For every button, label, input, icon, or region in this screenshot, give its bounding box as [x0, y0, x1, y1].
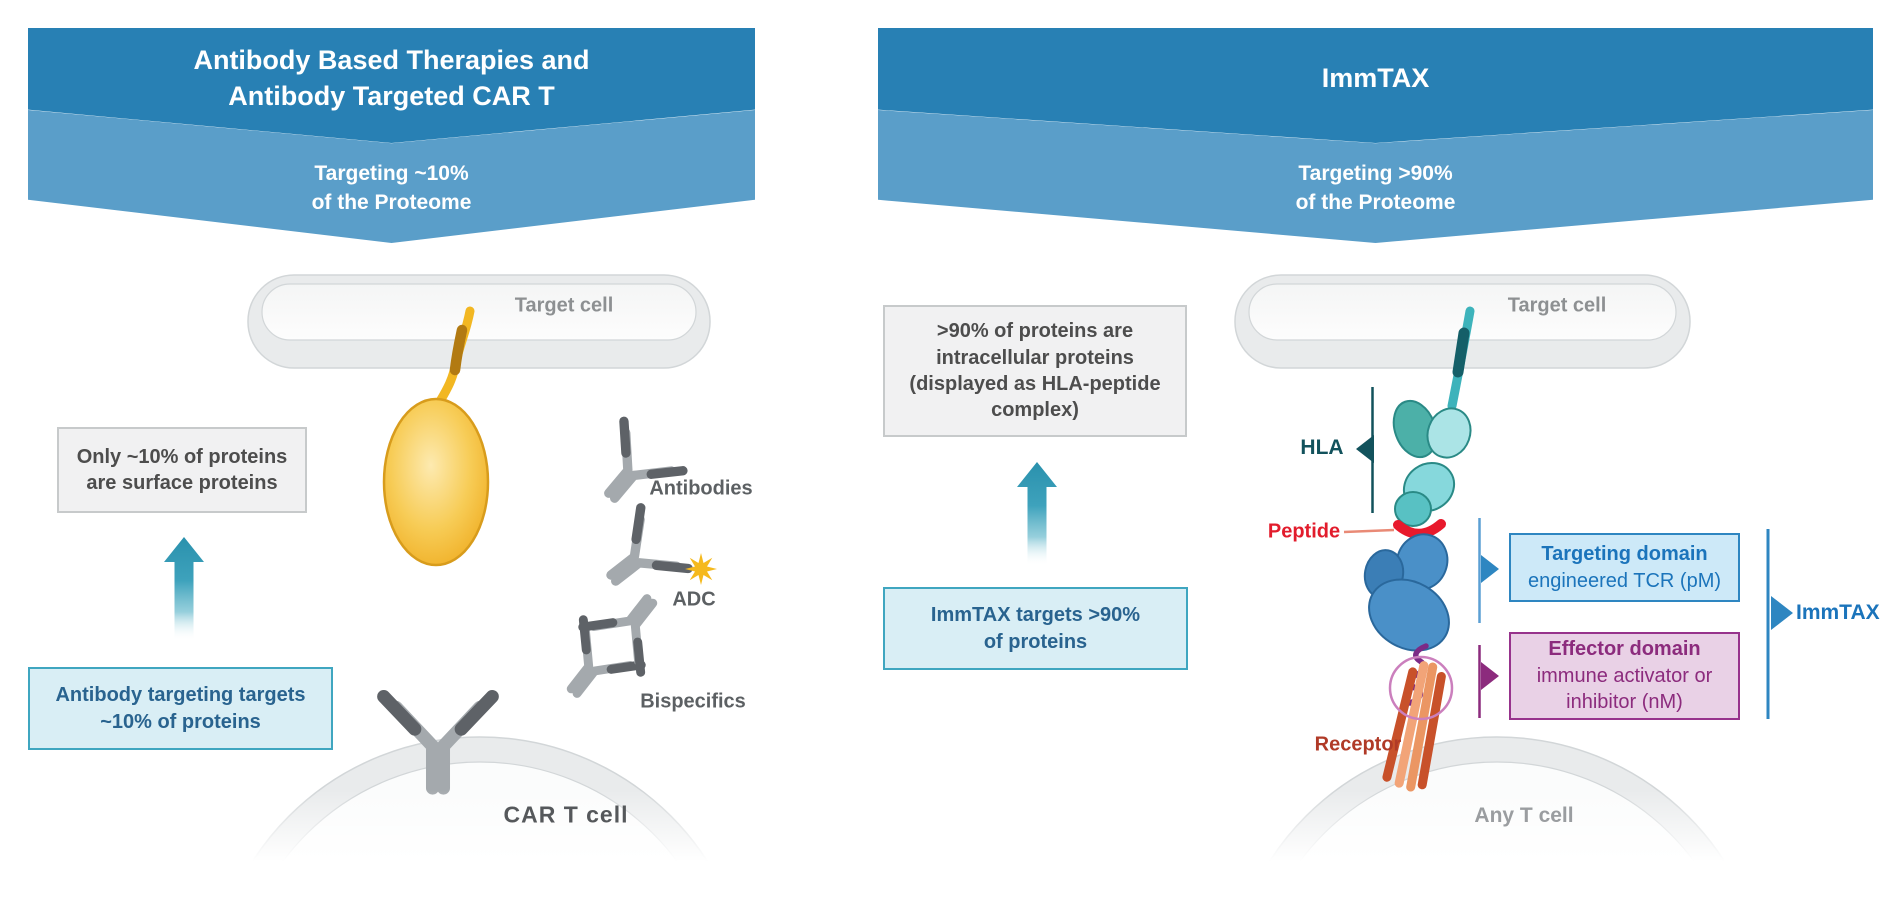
- effector-highlight-circle-icon: [1388, 655, 1454, 721]
- bispecifics-label: Bispecifics: [640, 690, 746, 713]
- immtax-targets-box: ImmTAX targets >90% of proteins: [883, 587, 1188, 670]
- surface-protein-icon: [382, 306, 490, 567]
- effector-domain-title: Effector domain: [1548, 638, 1701, 661]
- adc-icon: [590, 508, 717, 609]
- targeting-box-line2: ~10% of proteins: [100, 710, 261, 733]
- hla-bracket: [1356, 387, 1374, 513]
- effector-domain-desc2: inhibitor (nM): [1566, 691, 1683, 714]
- antibodies-label: Antibodies: [649, 477, 753, 500]
- intracellular-line4: complex): [991, 399, 1079, 422]
- right-subtitle-line1: Targeting >90%: [1298, 162, 1453, 186]
- intracellular-line2: intracellular proteins: [936, 346, 1134, 369]
- surface-box-line2: are surface proteins: [86, 472, 278, 494]
- target-cell-label-left: Target cell: [514, 294, 614, 317]
- left-subtitle-line2: of the Proteome: [311, 190, 472, 214]
- immtax-box-line1: ImmTAX targets >90%: [930, 604, 1141, 627]
- up-arrow-icon-right: [1017, 462, 1057, 566]
- targeting-domain-box: Targeting domain engineered TCR (pM): [1509, 533, 1740, 602]
- antibody-targeting-box: Antibody targeting targets ~10% of prote…: [28, 667, 333, 750]
- intracellular-proteins-info-box: >90% of proteins are intracellular prote…: [883, 305, 1187, 437]
- targeting-pointer-icon: [1481, 555, 1499, 583]
- left-subtitle-line1: Targeting ~10%: [314, 162, 469, 186]
- left-title-line2: Antibody Targeted CAR T: [228, 80, 555, 111]
- hla-label: HLA: [1300, 436, 1344, 459]
- car-t-cell-label: CAR T cell: [503, 801, 629, 828]
- targeting-domain-bracket: [1478, 518, 1499, 623]
- hla-pointer-icon: [1356, 435, 1374, 463]
- receptor-icon: [1382, 661, 1446, 792]
- receptor-label: Receptor: [1314, 733, 1402, 756]
- intracellular-line3: (displayed as HLA-peptide: [909, 373, 1161, 395]
- immtax-pointer-icon: [1771, 596, 1793, 630]
- target-cell-shape-right: [1234, 274, 1691, 369]
- effector-domain-box: Effector domain immune activator or inhi…: [1509, 632, 1740, 720]
- left-title-line1: Antibody Based Therapies and: [193, 45, 590, 76]
- effector-domain-bracket: [1478, 645, 1499, 718]
- immtax-bracket: [1766, 529, 1793, 719]
- up-arrow-icon-left: [164, 537, 204, 641]
- immtax-box-line2: of proteins: [983, 630, 1088, 653]
- immtax-label: ImmTAX: [1796, 601, 1880, 624]
- surface-proteins-info-box: Only ~10% of proteins are surface protei…: [57, 427, 307, 513]
- target-cell-shape-left: [247, 274, 711, 369]
- tcr-molecule-icon: [1363, 533, 1450, 652]
- adc-label: ADC: [672, 588, 716, 611]
- targeting-domain-title: Targeting domain: [1541, 543, 1708, 566]
- intracellular-line1: >90% of proteins are: [936, 320, 1134, 343]
- target-cell-label-right: Target cell: [1507, 294, 1607, 317]
- antibody-icon: [582, 421, 683, 520]
- peptide-label: Peptide: [1267, 520, 1341, 543]
- any-t-cell-label: Any T cell: [1474, 804, 1574, 827]
- targeting-domain-desc: engineered TCR (pM): [1527, 569, 1722, 592]
- bottom-fade-overlay: [0, 790, 1902, 897]
- peptide-connector-line: [1343, 528, 1395, 534]
- adc-payload-star-icon: [685, 553, 717, 585]
- right-subtitle-line2: of the Proteome: [1295, 190, 1456, 214]
- surface-box-line1: Only ~10% of proteins: [76, 445, 288, 468]
- right-title-line1: ImmTAX: [1321, 62, 1430, 93]
- effector-domain-desc1: immune activator or: [1536, 664, 1713, 687]
- targeting-box-line1: Antibody targeting targets: [55, 684, 306, 707]
- effector-pointer-icon: [1481, 662, 1499, 690]
